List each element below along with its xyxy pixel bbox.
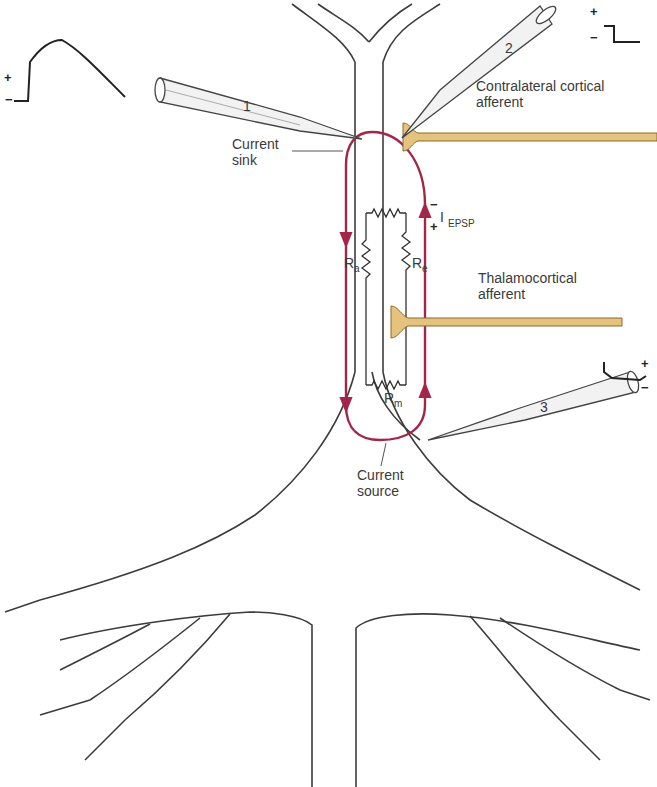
resistor-label: a	[354, 263, 360, 274]
neuron-outline	[5, 4, 650, 787]
resistor-label: m	[394, 398, 402, 409]
electrode-pipette	[428, 370, 641, 440]
signal-polarity: −	[590, 30, 598, 46]
callout-number: 3	[540, 399, 548, 415]
electrode-pipette	[155, 78, 362, 139]
current-symbol: I	[440, 209, 444, 225]
signal-polarity: +	[641, 356, 649, 372]
callout-number: 2	[505, 40, 513, 56]
current-polarity: −	[430, 197, 438, 213]
signal-polarity: −	[5, 92, 13, 108]
signal-polarity: −	[641, 380, 649, 396]
resistor-label: R	[344, 255, 354, 271]
afferent-terminal	[391, 123, 657, 338]
current-loop	[346, 132, 425, 440]
resistor-circuit	[362, 209, 410, 389]
signal-polarity: +	[590, 4, 598, 20]
region-label: Current sink	[232, 136, 290, 168]
afferent-name: Thalamocortical afferent	[478, 270, 608, 302]
recording-trace	[14, 26, 646, 380]
region-label: Current source	[357, 467, 419, 499]
afferent-name: Contralateral cortical afferent	[476, 78, 626, 110]
current-polarity: +	[430, 219, 438, 235]
resistor-label: R	[384, 390, 394, 406]
current-symbol: EPSP	[448, 218, 475, 229]
resistor-label: e	[422, 263, 428, 274]
electrode-pipette	[402, 3, 558, 138]
resistor-label: R	[412, 255, 422, 271]
leader-line	[292, 151, 386, 466]
callout-number: 1	[243, 98, 251, 114]
signal-polarity: +	[4, 70, 12, 86]
